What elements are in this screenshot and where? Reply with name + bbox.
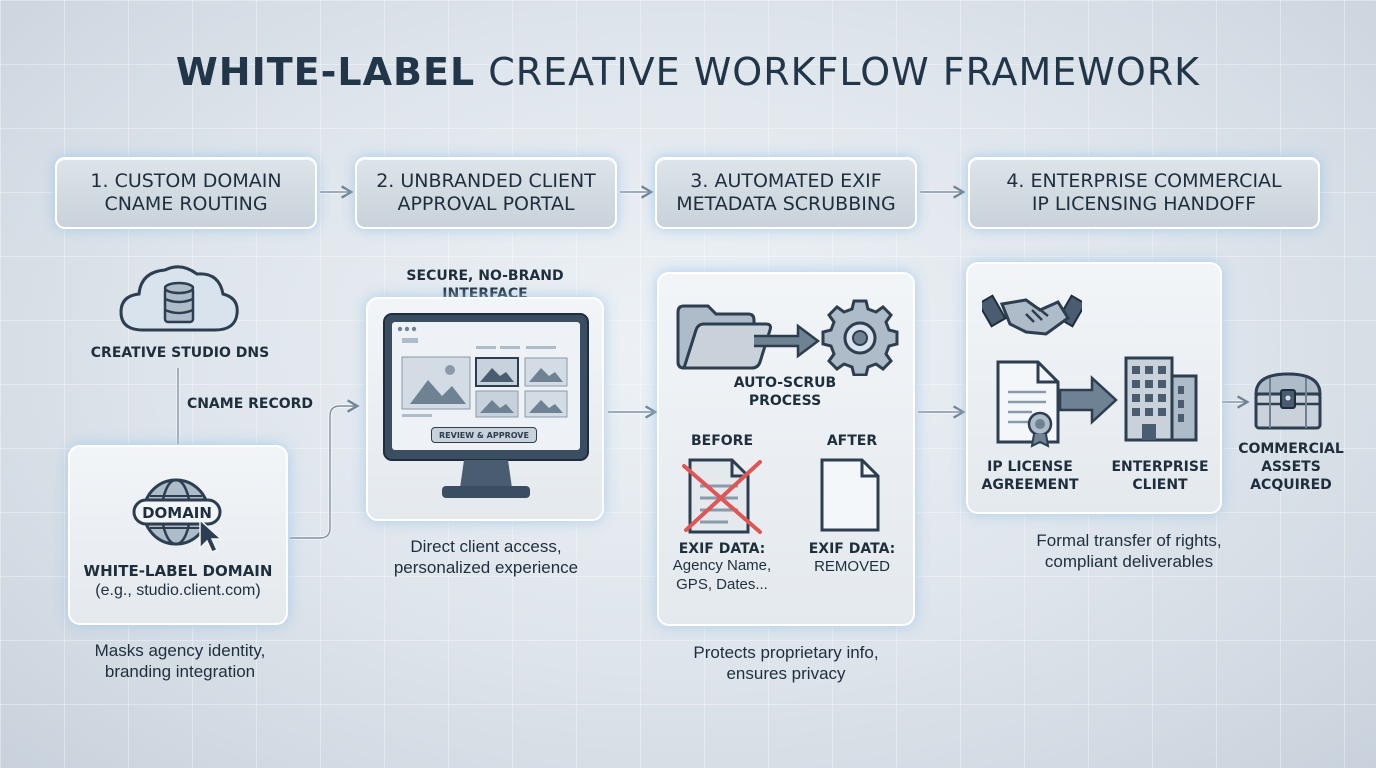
building-icon: [1124, 356, 1198, 442]
scrub-process-graphic: [676, 299, 899, 376]
step-3-header: 3. AUTOMATED EXIF METADATA SCRUBBING: [655, 157, 917, 229]
auto-scrub-label: AUTO-SCRUB PROCESS: [733, 375, 837, 409]
handoff-arrow-icon: [1058, 375, 1118, 425]
domain-badge-label: DOMAIN: [142, 504, 212, 522]
folder-icon: [676, 304, 772, 370]
cursor-icon: [199, 518, 223, 553]
process-arrow-icon: [754, 323, 821, 359]
globe-icon: [132, 478, 223, 553]
license-agreement-icon: [996, 360, 1118, 448]
section-2-caption: Direct client access, personalized exper…: [393, 537, 579, 577]
cloud-database-icon: [119, 265, 239, 332]
step-2-header: 2. UNBRANDED CLIENT APPROVAL PORTAL: [355, 157, 617, 229]
page-title: WHITE-LABEL CREATIVE WORKFLOW FRAMEWORK: [175, 50, 1201, 94]
creative-studio-dns-label: CREATIVE STUDIO DNS: [90, 345, 270, 361]
before-exif-detail: Agency Name, GPS, Dates...: [672, 557, 772, 593]
after-label: AFTER: [826, 433, 878, 449]
after-exif-detail: REMOVED: [814, 558, 890, 575]
commercial-assets-label: COMMERCIAL ASSETS ACQUIRED: [1238, 441, 1344, 493]
domain-example: (e.g., studio.client.com): [95, 582, 261, 599]
before-exif-title: EXIF DATA:: [678, 541, 766, 557]
review-approve-button[interactable]: REVIEW & APPROVE: [431, 427, 537, 443]
monitor-icon: [383, 313, 589, 498]
ip-license-label: IP LICENSE AGREEMENT: [981, 459, 1079, 493]
handshake-icon: [982, 294, 1082, 336]
cross-mark-icon: [682, 460, 762, 534]
section-1-caption: Masks agency identity, branding integrat…: [94, 641, 266, 681]
cname-record-label: CNAME RECORD: [186, 396, 314, 412]
before-label: BEFORE: [690, 433, 754, 449]
document-after-icon: [820, 458, 880, 532]
after-exif-title: EXIF DATA:: [808, 541, 896, 557]
document-before-icon: [682, 458, 762, 534]
section-4-caption: Formal transfer of rights, compliant del…: [1036, 531, 1222, 571]
treasure-chest-icon: [1254, 372, 1322, 430]
section-3-caption: Protects proprietary info, ensures priva…: [693, 643, 879, 683]
white-label-domain-title: WHITE-LABEL DOMAIN: [83, 562, 273, 580]
step-1-header: 1. CUSTOM DOMAIN CNAME ROUTING: [55, 157, 317, 229]
gear-icon: [821, 299, 899, 376]
domain-to-portal-line: [290, 404, 352, 540]
image-placeholders: [401, 356, 568, 418]
step-4-header: 4. ENTERPRISE COMMERCIAL IP LICENSING HA…: [968, 157, 1320, 229]
enterprise-client-label: ENTERPRISE CLIENT: [1111, 459, 1209, 493]
